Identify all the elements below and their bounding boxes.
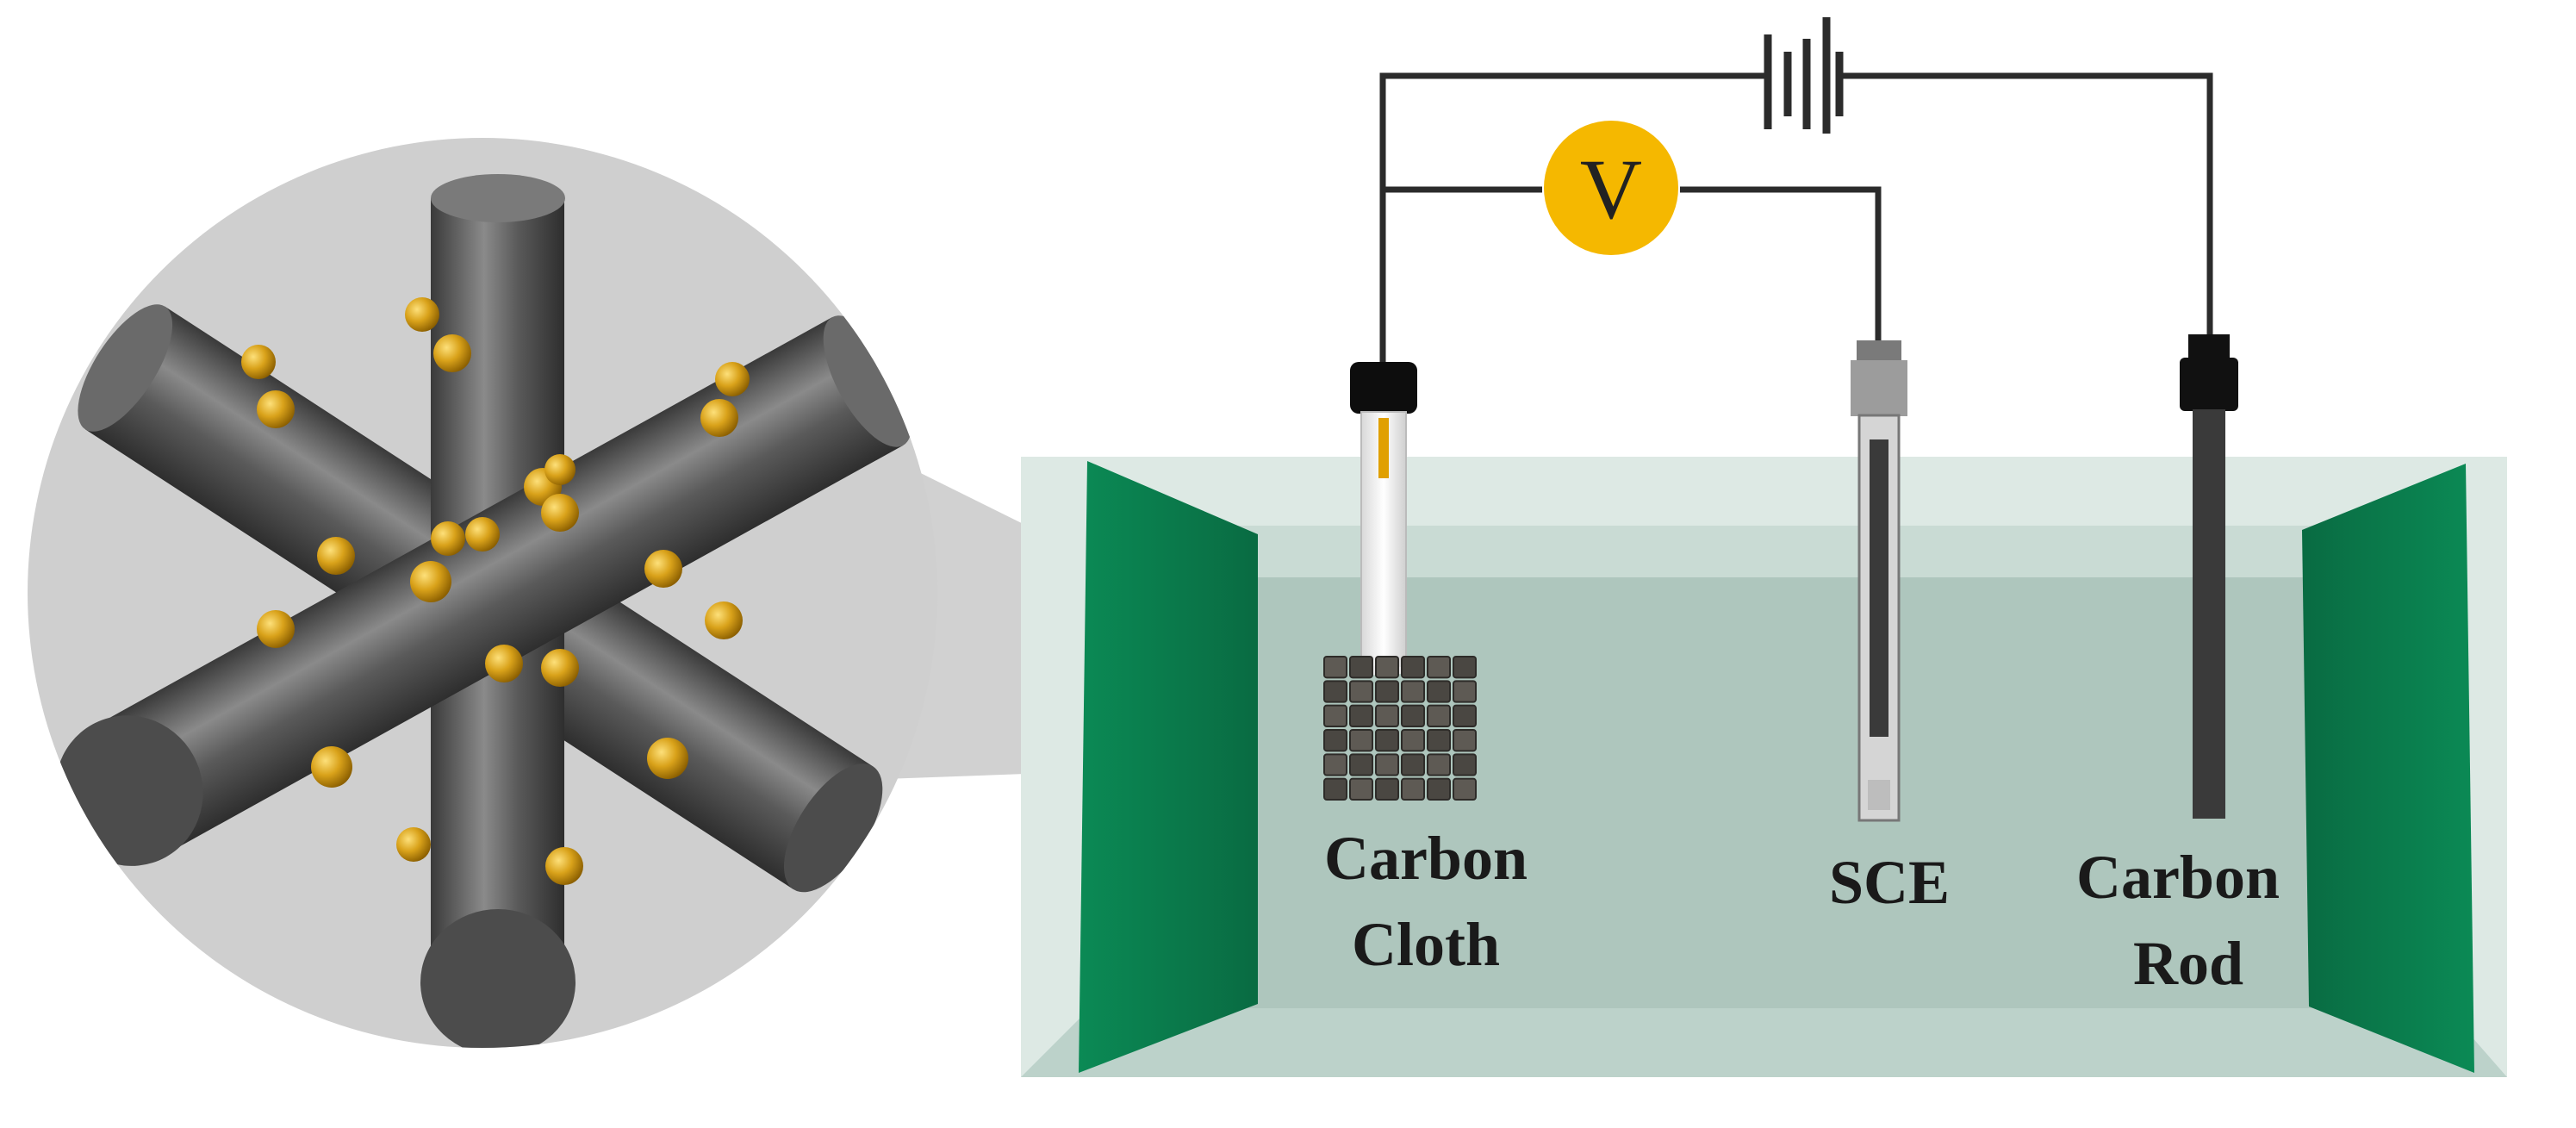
cloth-weave-cell [1427,680,1451,703]
voltmeter-label: V [1580,141,1642,237]
cloth-weave-cell [1401,680,1425,703]
cloth-weave-cell [1453,704,1477,728]
cloth-weave-cell [1401,729,1425,752]
cloth-weave-cell [1375,777,1399,801]
cloth-weave-cell [1427,656,1451,679]
sce-electrode [1851,340,1907,822]
cloth-weave-cell [1401,753,1425,776]
cloth-weave-cell [1375,680,1399,703]
gold-nanoparticles [241,297,750,885]
cloth-weave-cell [1323,704,1347,728]
cloth-weave-cell [1401,777,1425,801]
carbon-rod-label-line2: Rod [2133,929,2243,998]
voltmeter-icon: V [1544,121,1678,255]
cloth-weave-cell [1453,777,1477,801]
cloth-weave-cell [1375,753,1399,776]
cloth-weave-cell [1401,656,1425,679]
cloth-weave-cell [1375,704,1399,728]
cloth-weave-cell [1323,680,1347,703]
cloth-weave-cell [1375,729,1399,752]
sce-label: SCE [1829,848,1950,917]
cloth-weave-cell [1453,729,1477,752]
cloth-weave-cell [1453,680,1477,703]
cloth-weave-cell [1401,704,1425,728]
cloth-weave-cell [1427,704,1451,728]
carbon-cloth-label-line2: Cloth [1352,910,1500,979]
cloth-weave-cell [1427,753,1451,776]
cloth-weave-cell [1453,753,1477,776]
cloth-weave-cell [1375,656,1399,679]
cloth-weave-cell [1323,777,1347,801]
cloth-weave-cell [1453,656,1477,679]
working-electrode [1350,362,1417,676]
cloth-weave-cell [1349,704,1373,728]
cloth-weave-cell [1349,753,1373,776]
cloth-weave-cell [1349,777,1373,801]
cloth-weave-cell [1323,753,1347,776]
cloth-weave-cell [1349,729,1373,752]
left-electrode-plate [1079,461,1258,1073]
carbon-cloth-patch [1323,656,1477,801]
cloth-weave-cell [1349,680,1373,703]
carbon-rod-label-line1: Carbon [2076,843,2280,912]
cloth-weave-cell [1427,729,1451,752]
right-electrode-plate [2302,464,2474,1073]
battery-icon [1764,17,1844,134]
cloth-weave-cell [1349,656,1373,679]
carbon-rod-electrode [2180,334,2238,819]
cloth-weave-cell [1323,729,1347,752]
carbon-cloth-label-line1: Carbon [1324,824,1528,893]
circuit-wires [1379,72,2213,366]
cloth-weave-cell [1427,777,1451,801]
cloth-weave-cell [1323,656,1347,679]
magnified-fiber-view [28,138,937,1048]
